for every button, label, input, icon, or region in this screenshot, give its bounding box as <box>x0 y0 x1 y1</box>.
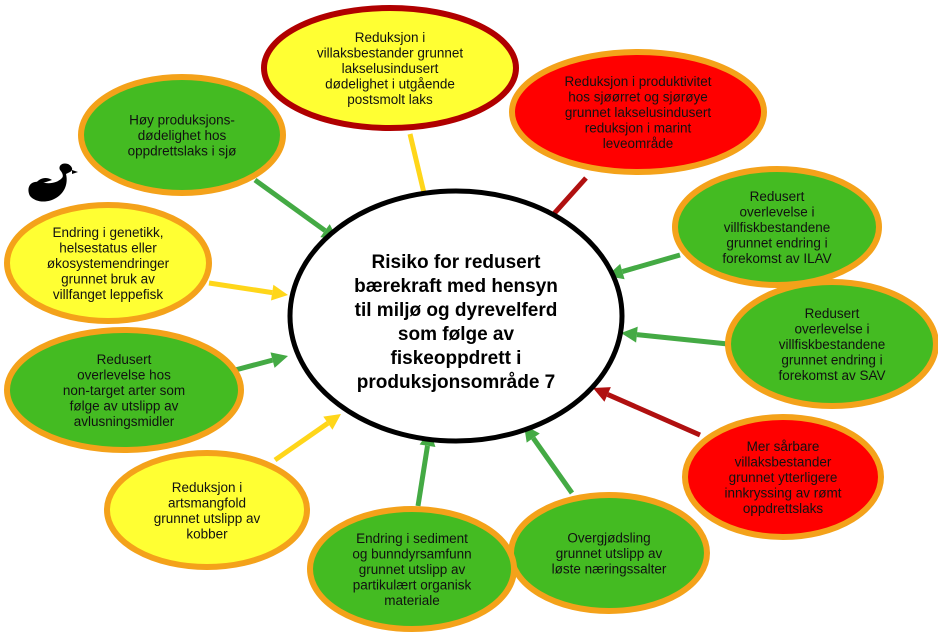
black-swan-icon <box>28 163 78 202</box>
risk-node-text-line: Endring i sediment <box>356 531 468 546</box>
arrow-leppefisk <box>208 280 288 301</box>
risk-node-text-line: Høy produksjons- <box>129 113 235 128</box>
arrow-kobber <box>273 414 341 463</box>
center-text-line: bærekraft med hensyn <box>354 276 558 297</box>
risk-node-produksjonsdodelighet: Høy produksjons-dødelighet hosoppdrettsl… <box>78 74 286 196</box>
risk-node-text-line: oppdrettslaks <box>743 501 824 516</box>
risk-node-text-line: partikulært organisk <box>353 578 472 593</box>
risk-node-text-line: villfanget leppefisk <box>53 287 164 302</box>
risk-node-text-line: grunnet utslipp av <box>154 511 261 526</box>
risk-node-text-line: Reduksjon i <box>355 30 426 45</box>
risk-node-text-line: lakselusindusert <box>342 61 439 76</box>
risk-node-ellipse <box>104 450 310 570</box>
arrow-sav <box>621 326 729 347</box>
risk-node-text-line: helsestatus eller <box>59 241 157 256</box>
risk-node-text-line: grunnet utslipp av <box>556 546 663 561</box>
center-text-line: fiskeoppdrett i <box>391 348 522 369</box>
center-text-line: som følge av <box>398 324 515 345</box>
risk-node-text-line: Endring i genetikk, <box>52 225 163 240</box>
risk-node-text-line: forekomst av SAV <box>778 368 885 383</box>
risk-node-text-line: overlevelse hos <box>77 368 171 383</box>
risk-node-ellipse <box>725 279 938 409</box>
risk-node-text-line: grunnet ytterligere <box>729 470 838 485</box>
risk-node-text-line: Mer sårbare <box>747 439 820 454</box>
risk-node-text-line: villfiskbestandene <box>724 220 831 235</box>
risk-node-ellipse <box>4 327 244 453</box>
risk-node-text-line: Reduksjon i <box>172 480 243 495</box>
risk-node-ellipse <box>4 202 212 324</box>
arrow-produksjonsdodelighet <box>253 177 338 240</box>
risk-node-text-line: Redusert <box>750 189 805 204</box>
risk-node-text-line: Overgjødsling <box>567 531 650 546</box>
risk-node-text-line: økosystemendringer <box>47 256 170 271</box>
risk-node-text-line: materiale <box>384 593 440 608</box>
risk-node-text-line: postsmolt laks <box>347 92 433 107</box>
risk-node-text-line: Redusert <box>97 352 152 367</box>
risk-node-text-line: Reduksjon i produktivitet <box>564 74 711 89</box>
center-risk: Risiko for redusert bærekraft med hensyn t… <box>287 188 625 444</box>
risk-node-text-line: villfiskbestandene <box>779 337 886 352</box>
risk-node-leppefisk: Endring i genetikk,helsestatus ellerøkos… <box>4 202 212 324</box>
risk-node-text-line: kobber <box>186 526 228 541</box>
risk-node-text-line: artsmangfold <box>168 495 246 510</box>
center-text-line: Risiko for redusert <box>372 252 542 273</box>
risk-node-text-line: leveområde <box>603 136 674 151</box>
risk-node-text-line: grunnet endring i <box>726 236 827 251</box>
risk-node-text-line: villaksbestander <box>735 455 832 470</box>
arrow-ilav <box>607 252 681 280</box>
risk-node-text-line: grunnet utslipp av <box>359 562 466 577</box>
risk-node-text-line: overlevelse i <box>739 205 814 220</box>
risk-node-text-line: følge av utslipp av <box>70 399 179 414</box>
risk-node-ellipse <box>78 74 286 196</box>
risk-node-text-line: grunnet endring i <box>781 353 882 368</box>
risk-node-text-line: innkryssing av rømt <box>724 486 841 501</box>
risk-node-text-line: Redusert <box>805 306 860 321</box>
risk-node-text-line: oppdrettslaks i sjø <box>128 144 237 159</box>
risk-node-text-line: grunnet lakselusindusert <box>565 105 712 120</box>
center-ellipse <box>287 188 625 444</box>
risk-node-ellipse <box>261 5 519 131</box>
risk-node-text-line: non-target arter som <box>63 383 185 398</box>
arrow-overgjodsling <box>524 425 575 495</box>
risk-node-text-line: løste næringssalter <box>552 562 667 577</box>
risk-node-text-line: og bunndyrsamfunn <box>352 547 471 562</box>
risk-node-text-line: overlevelse i <box>794 322 869 337</box>
risk-node-ellipse <box>682 414 884 540</box>
risk-node-text-line: villaksbestander grunnet <box>317 46 464 61</box>
risk-node-text-line: grunnet bruk av <box>61 272 155 287</box>
risk-node-ellipse <box>509 49 767 175</box>
risk-node-text-line: reduksjon i marint <box>585 121 692 136</box>
risk-node-text-line: avlusningsmidler <box>74 414 175 429</box>
center-text-line: til miljø og dyrevelferd <box>355 300 558 321</box>
risk-node-text-line: forekomst av ILAV <box>722 251 831 266</box>
risk-node-ellipse <box>672 166 882 288</box>
risk-node-text-line: dødelighet hos <box>138 128 227 143</box>
arrow-romt-oppdrettslaks <box>593 387 702 438</box>
risk-node-ellipse <box>307 506 517 632</box>
center-text-line: produksjonsområde 7 <box>357 372 556 393</box>
risk-node-text-line: hos sjøørret og sjørøye <box>568 90 708 105</box>
risk-node-text-line: dødelighet i utgående <box>325 77 455 92</box>
